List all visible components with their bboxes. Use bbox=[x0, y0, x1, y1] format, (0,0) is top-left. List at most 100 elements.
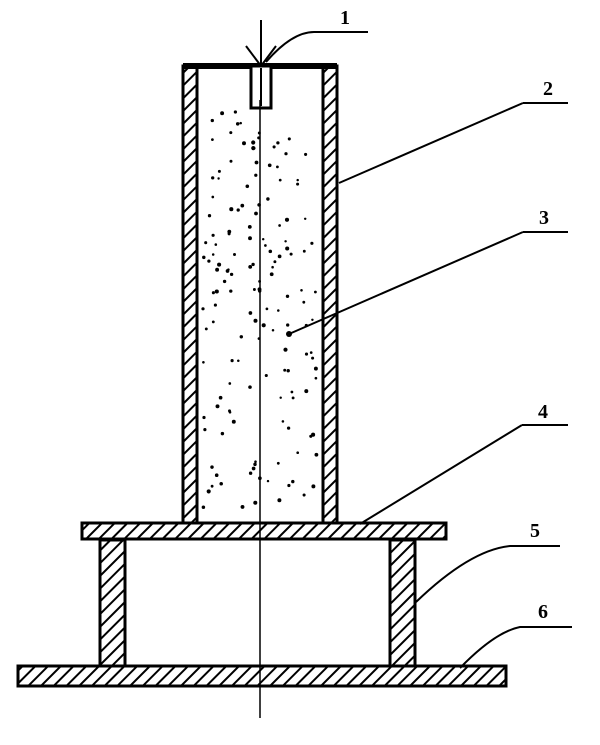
fill-dot bbox=[214, 289, 219, 294]
fill-dot bbox=[284, 217, 290, 222]
fill-dot bbox=[254, 160, 259, 165]
fill-dot bbox=[286, 369, 290, 373]
fill-dot bbox=[217, 262, 222, 267]
fill-dot bbox=[211, 253, 215, 256]
fill-dot bbox=[296, 182, 300, 186]
leader-3 bbox=[288, 231, 524, 335]
base-plate bbox=[16, 664, 508, 688]
fill-dot bbox=[229, 159, 233, 163]
fill-dot bbox=[248, 311, 253, 315]
leader-1 bbox=[265, 31, 368, 63]
fill-dot bbox=[277, 309, 280, 312]
fill-dot bbox=[314, 376, 318, 380]
fill-dot bbox=[251, 140, 256, 145]
label-3: 3 bbox=[539, 207, 549, 229]
fill-dot bbox=[303, 217, 307, 221]
fill-dot bbox=[276, 141, 280, 145]
flange-plate bbox=[80, 521, 448, 541]
fill-dot bbox=[231, 419, 236, 424]
fill-dot bbox=[210, 484, 214, 488]
fill-dot bbox=[276, 165, 279, 169]
fill-dot bbox=[264, 373, 268, 378]
fill-dot bbox=[236, 208, 240, 212]
fill-dot bbox=[229, 131, 233, 135]
leader-5 bbox=[415, 545, 560, 603]
fill-dot bbox=[210, 118, 214, 123]
fill-dot bbox=[291, 396, 295, 400]
fill-dot bbox=[296, 451, 300, 455]
leader-4 bbox=[359, 424, 523, 525]
fill-dot bbox=[266, 197, 270, 201]
fill-dot bbox=[310, 241, 314, 245]
fill-dot bbox=[265, 307, 269, 311]
fill-dot bbox=[300, 289, 303, 292]
fill-dot bbox=[228, 382, 232, 385]
fill-dot bbox=[278, 224, 281, 227]
fill-dot bbox=[311, 432, 316, 437]
fill-dot bbox=[264, 244, 267, 247]
fill-dot bbox=[268, 249, 273, 254]
fill-dot bbox=[313, 366, 318, 371]
fill-dot bbox=[237, 359, 240, 362]
fill-dot bbox=[281, 420, 285, 423]
support-left bbox=[98, 538, 127, 668]
fill-dot bbox=[239, 335, 244, 339]
fill-dot bbox=[309, 351, 313, 354]
fill-dot bbox=[240, 203, 245, 208]
fill-dot bbox=[261, 323, 266, 328]
fill-dot bbox=[254, 211, 258, 216]
label-6: 6 bbox=[538, 601, 548, 623]
fill-dot bbox=[311, 484, 316, 489]
fill-dot bbox=[286, 426, 291, 430]
fill-dot bbox=[276, 461, 280, 465]
label-5: 5 bbox=[530, 520, 540, 542]
fill-dot bbox=[204, 241, 208, 245]
fill-dot bbox=[287, 137, 291, 141]
tube-left-wall bbox=[181, 64, 199, 528]
fill-dot bbox=[229, 207, 234, 212]
fill-dot bbox=[272, 145, 276, 149]
fill-dot bbox=[206, 489, 211, 494]
fill-dot bbox=[211, 138, 214, 141]
fill-dot bbox=[285, 246, 290, 251]
fill-dot bbox=[304, 352, 309, 356]
fill-dot bbox=[217, 177, 220, 180]
fill-dot bbox=[214, 473, 219, 478]
fill-dot bbox=[248, 385, 252, 389]
fill-dot bbox=[211, 176, 215, 180]
fill-dot bbox=[242, 141, 246, 146]
fill-dot bbox=[290, 390, 294, 394]
fill-dot bbox=[228, 409, 231, 413]
fill-dot bbox=[211, 233, 215, 237]
fill-dot bbox=[296, 178, 299, 182]
fill-dot bbox=[283, 347, 288, 352]
fill-dot bbox=[233, 253, 236, 256]
tube-right-wall bbox=[321, 64, 339, 528]
fill-dot bbox=[273, 260, 277, 264]
fill-dot bbox=[283, 368, 287, 372]
fill-material bbox=[201, 110, 319, 510]
fill-dot bbox=[211, 195, 215, 199]
fill-dot bbox=[219, 482, 223, 486]
fill-dot bbox=[252, 288, 256, 291]
fill-dot bbox=[214, 243, 218, 246]
fill-dot bbox=[279, 396, 282, 399]
fill-dot bbox=[217, 169, 221, 173]
fill-dot bbox=[278, 178, 282, 182]
fill-dot bbox=[289, 252, 293, 256]
fill-dot bbox=[203, 428, 207, 432]
fill-dot bbox=[284, 152, 288, 156]
fill-dot bbox=[286, 323, 290, 327]
fill-dot bbox=[266, 479, 270, 483]
fill-dot bbox=[201, 505, 206, 510]
fill-dot bbox=[302, 493, 306, 497]
fill-dot bbox=[210, 465, 214, 469]
fill-dot bbox=[229, 289, 233, 293]
fill-dot bbox=[271, 329, 275, 332]
support-right bbox=[388, 538, 417, 668]
label-4: 4 bbox=[538, 401, 548, 423]
fill-dot bbox=[302, 249, 306, 253]
fill-dot bbox=[229, 272, 234, 277]
fill-dot bbox=[211, 291, 215, 295]
